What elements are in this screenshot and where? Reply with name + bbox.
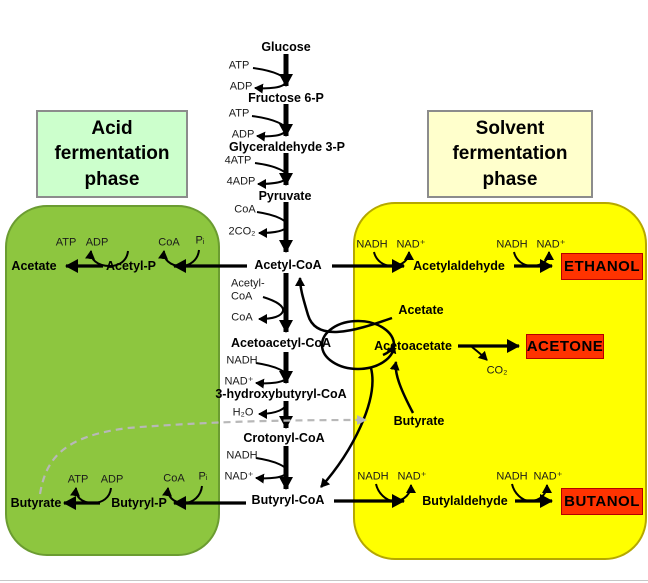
atp-glyceraldehyde-label: 4ATP xyxy=(224,154,252,167)
ethanol-product-box: ETHANOL xyxy=(561,253,643,280)
adp-acetate-label: ADP xyxy=(85,236,109,249)
arrow-nadh-nad-butanol xyxy=(511,483,552,503)
glyceraldehyde-3p-label: Glyceraldehyde 3-P xyxy=(228,139,346,154)
coa-transferase-curves xyxy=(295,277,415,488)
glucose-label: Glucose xyxy=(261,39,311,54)
arrow-nadh-nad-butyryl xyxy=(255,457,288,484)
acid-phase-cofactor-arrows xyxy=(70,249,203,505)
acetylaldehyde-label: Acetylaldehyde xyxy=(413,258,505,273)
butanol-product-box: BUTANOL xyxy=(561,488,643,515)
butylaldehyde-label: Butylaldehyde xyxy=(422,493,508,508)
acetate-solvent-label: Acetate xyxy=(398,302,444,317)
arrow-co2-release-acetone xyxy=(471,346,488,361)
co2-pyruvate-label: 2CO₂ xyxy=(228,225,256,238)
arrow-h2o-release-crotonyl xyxy=(258,401,288,419)
bottom-border-line xyxy=(0,580,648,581)
butyryl-p-label: Butyryl-P xyxy=(111,495,167,510)
arrow-loop-to-butyrylcoa xyxy=(320,367,374,488)
acetyl-coa-label: Acetyl-CoA xyxy=(254,257,322,272)
coa-butyrylp-label: CoA xyxy=(163,472,185,485)
adp-glyceraldehyde-label: 4ADP xyxy=(226,175,256,188)
crotonyl-coa-label: Crotonyl-CoA xyxy=(243,430,325,445)
hydroxybutyryl-coa-label: 3-hydroxybutyryl-CoA xyxy=(215,386,347,401)
arrow-pi-coa-butyrylp xyxy=(162,485,203,505)
co2-acetone-label: CO₂ xyxy=(486,364,508,377)
vertical-chain-cofactor-arrows xyxy=(251,67,288,484)
solvent-phase-title: Solvent fermentation phase xyxy=(427,110,593,198)
arrow-nadh-nad-ethanol xyxy=(513,251,554,268)
arrow-loop-to-acetoacetate xyxy=(382,344,397,357)
adp-butyrate-label: ADP xyxy=(100,473,124,486)
nadh-hydroxybutyryl-label: NADH xyxy=(226,354,258,367)
acetone-product-box: ACETONE xyxy=(526,334,604,359)
nadh-butylaldehyde-label: NADH xyxy=(357,470,389,483)
h2o-crotonyl-label: H₂O xyxy=(232,406,254,419)
adp-fructose-label: ADP xyxy=(231,128,255,141)
atp-acetate-label: ATP xyxy=(55,236,77,249)
nad-butanol-label: NAD⁺ xyxy=(533,470,563,483)
nad-butylaldehyde-label: NAD⁺ xyxy=(397,470,427,483)
pi-butyrylp-label: Pᵢ xyxy=(198,470,208,483)
nadh-butyryl-label: NADH xyxy=(226,449,258,462)
nadh-butanol-label: NADH xyxy=(496,470,528,483)
coa-acetylp-label: CoA xyxy=(158,236,180,249)
arrow-4atp-4adp-glyceraldehyde xyxy=(254,162,288,189)
acetoacetyl-coa-label: Acetoacetyl-CoA xyxy=(230,335,332,350)
arrow-nadh-nad-acetylaldehyde xyxy=(373,251,414,268)
coa-pyruvate-label: CoA xyxy=(234,203,256,216)
arrow-acetate-to-acetylcoa xyxy=(295,277,393,334)
atp-glucose-label: ATP xyxy=(228,59,250,72)
pyruvate-label: Pyruvate xyxy=(258,188,312,203)
acid-phase-title: Acid fermentation phase xyxy=(36,110,188,198)
arrow-acetylcoa-in-coa-out xyxy=(258,296,285,324)
solvent-phase-cofactor-arrows xyxy=(373,251,554,503)
pi-acetylp-label: Pᵢ xyxy=(195,234,205,247)
acetyl-p-label: Acetyl-P xyxy=(105,258,157,273)
arrow-nadh-nad-butylaldehyde xyxy=(375,483,416,503)
arrow-atp-adp-glucose xyxy=(252,67,287,94)
arrow-adp-atp-butyrate xyxy=(70,487,112,505)
butyryl-coa-label: Butyryl-CoA xyxy=(251,492,325,507)
nad-hydroxybutyryl-label: NAD⁺ xyxy=(224,375,254,388)
nad-acetylaldehyde-label: NAD⁺ xyxy=(396,238,426,251)
nad-ethanol-label: NAD⁺ xyxy=(536,238,566,251)
arrow-adp-atp-acetate xyxy=(85,250,129,268)
butyrate-acid-label: Butyrate xyxy=(10,495,62,510)
atp-fructose-label: ATP xyxy=(228,107,250,120)
nadh-acetylaldehyde-label: NADH xyxy=(356,238,388,251)
arrow-nadh-nad-hydroxybutyryl xyxy=(255,362,288,389)
atp-butyrate-label: ATP xyxy=(67,473,89,486)
dashed-butyrate-recycle-arrow xyxy=(38,415,367,495)
coa-out-label: CoA xyxy=(231,311,253,324)
acetyl-coa-in-label: Acetyl- CoA xyxy=(231,277,265,302)
adp-glucose-label: ADP xyxy=(229,80,253,93)
arrow-atp-adp-fructose xyxy=(251,115,287,142)
arrow-pi-coa-acetylp xyxy=(158,249,200,268)
butyrate-solvent-label: Butyrate xyxy=(393,413,445,428)
acetate-acid-label: Acetate xyxy=(11,258,57,273)
arrow-coa-co2-pyruvate xyxy=(256,211,288,238)
nadh-ethanol-label: NADH xyxy=(496,238,528,251)
fructose-6p-label: Fructose 6-P xyxy=(248,90,324,105)
arrow-butyrate-to-acetoacetate xyxy=(389,361,415,414)
acetoacetate-label: Acetoacetate xyxy=(374,338,452,353)
nad-butyryl-label: NAD⁺ xyxy=(224,470,254,483)
